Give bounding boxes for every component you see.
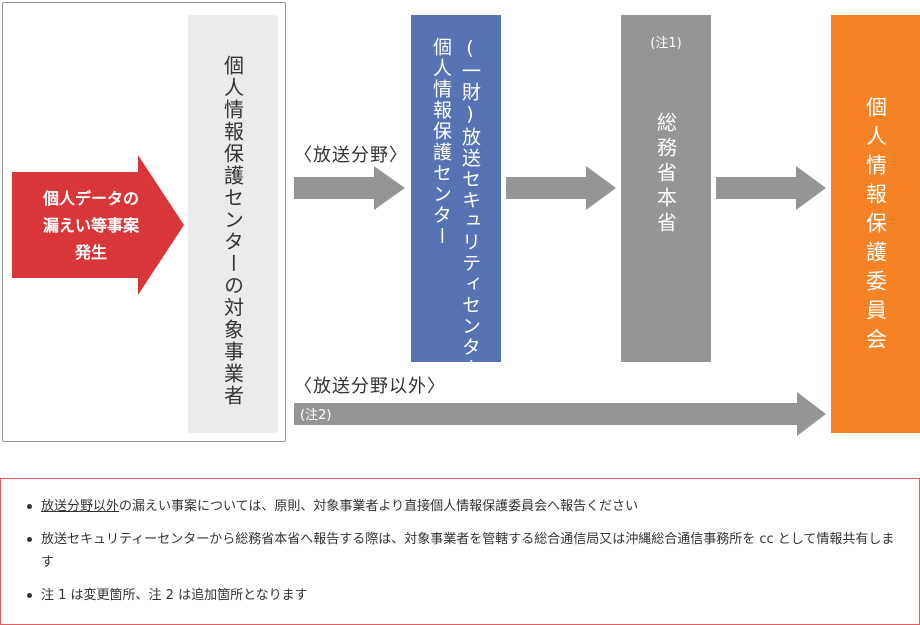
arrow-shape-1 (294, 166, 405, 210)
start-event-text: 個人データの 漏えい等事案 発生 (16, 185, 166, 266)
security-center-box (411, 15, 501, 362)
security-center-label-wrap: (一財)放送セキュリティセンター 個人情報保護センター (411, 15, 501, 379)
route-label-broadcast: 〈放送分野〉 (294, 145, 408, 166)
target-business-frame (2, 2, 286, 442)
notes-list: 放送分野以外の漏えい事案については、原則、対象事業者より直接個人情報保護委員会へ… (27, 495, 897, 617)
commission-label-wrap: 個人情報保護委員会 (831, 96, 920, 357)
arrow-shape-3 (716, 166, 826, 210)
security-center-label-line-2: 個人情報保護センター (430, 37, 452, 247)
arrow-to-security-center (294, 166, 405, 210)
start-event-arrow (12, 155, 184, 295)
security-center-label-line-1: (一財)放送セキュリティセンター (459, 37, 481, 379)
ministry-box (621, 15, 711, 362)
arrow-shape-4 (294, 392, 826, 436)
note-item-1: 放送分野以外の漏えい事案については、原則、対象事業者より直接個人情報保護委員会へ… (27, 495, 897, 518)
note-item-1-underlined: 放送分野以外 (41, 499, 120, 514)
target-business-label-wrap: 個人情報保護センターの対象事業者 (188, 15, 278, 433)
note-item-2: 放送セキュリティーセンターから総務省本省へ報告する際は、対象事業者を管轄する総合… (27, 528, 897, 574)
commission-box (831, 15, 920, 433)
start-event-line-2: 漏えい等事案 (42, 216, 139, 235)
arrow-non-broadcast (294, 392, 826, 436)
start-event-line-3: 発生 (74, 243, 107, 262)
note-item-3-text: 注 1 は変更箇所、注 2 は追加箇所となります (41, 588, 308, 603)
non-broadcast-note: (注2) (300, 408, 332, 423)
target-business-label: 個人情報保護センターの対象事業者 (220, 55, 245, 407)
commission-label: 個人情報保護委員会 (863, 96, 888, 357)
notes-box: 放送分野以外の漏えい事案については、原則、対象事業者より直接個人情報保護委員会へ… (0, 478, 920, 625)
arrow-to-ministry (506, 166, 616, 210)
note-item-3: 注 1 は変更箇所、注 2 は追加箇所となります (27, 584, 897, 607)
ministry-note: (注1) (650, 36, 682, 51)
ministry-label-wrap: 総務省本省 (621, 112, 711, 237)
route-label-non-broadcast: 〈放送分野以外〉 (294, 376, 446, 397)
arrow-to-commission (716, 166, 826, 210)
arrow-shape-2 (506, 166, 616, 210)
start-event-shape (12, 155, 184, 295)
target-business-box (188, 15, 278, 433)
note-item-2-text: 放送セキュリティーセンターから総務省本省へ報告する際は、対象事業者を管轄する総合… (41, 532, 895, 570)
ministry-label: 総務省本省 (653, 112, 678, 237)
note-item-1-rest: の漏えい事案については、原則、対象事業者より直接個人情報保護委員会へ報告ください (119, 499, 639, 514)
start-event-line-1: 個人データの (42, 189, 139, 208)
